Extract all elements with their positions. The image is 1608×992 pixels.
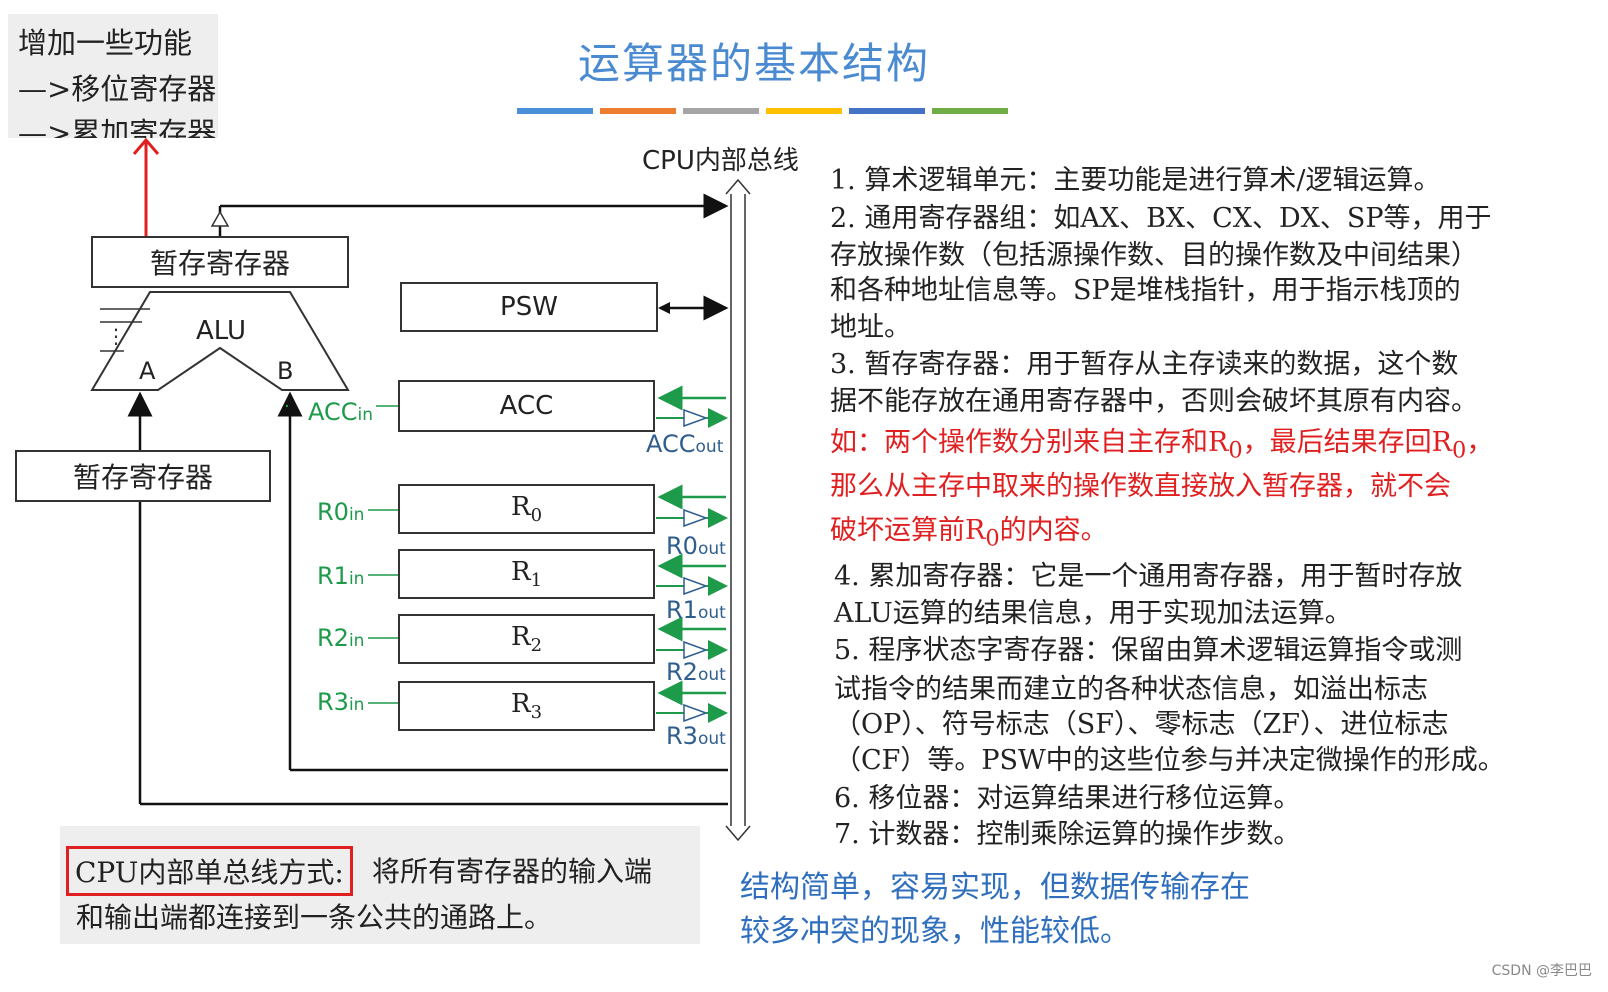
color-bar	[932, 108, 1008, 114]
desc-example-line-2: 那么从主存中取来的操作数直接放入暂存器，就不会	[830, 471, 1451, 502]
desc-line: 地址。	[830, 312, 911, 343]
psw-label: PSW	[500, 292, 558, 322]
desc-line: （OP）、符号标志（SF）、零标志（ZF）、进位标志	[834, 709, 1449, 740]
color-bar	[766, 108, 842, 114]
color-bar	[517, 108, 593, 114]
desc-line: （CF）等。PSW中的这些位参与并决定微操作的形成。	[834, 745, 1505, 776]
r3-out-signal: R3out	[666, 722, 726, 750]
register-r2: R2	[398, 614, 655, 664]
desc-line: 和各种地址信息等。SP是堆栈指针，用于指示栈顶的	[830, 275, 1461, 306]
desc-line: 4. 累加寄存器：它是一个通用寄存器，用于暂时存放	[834, 561, 1463, 592]
svg-text:⋮: ⋮	[106, 324, 126, 348]
color-bar	[683, 108, 759, 114]
small-triangle	[210, 210, 230, 227]
desc-example-line-3: 破坏运算前R0的内容。	[830, 515, 1108, 552]
internal-bus	[725, 178, 751, 842]
acc-in-signal: ACCin	[308, 398, 374, 426]
register-r2-label: R2	[510, 621, 543, 657]
conclusion-line-2: 较多冲突的现象，性能较低。	[740, 914, 1130, 949]
r0-in-signal: R0in	[317, 498, 365, 526]
page-title: 运算器的基本结构	[578, 39, 931, 88]
desc-line: 存放操作数（包括源操作数、目的操作数及中间结果）	[830, 240, 1478, 271]
note-line-1: 增加一些功能	[18, 26, 193, 60]
alu-shape	[90, 291, 350, 391]
temp-register-top: 暂存寄存器	[91, 236, 349, 288]
conclusion-line-1: 结构简单，容易实现，但数据传输存在	[740, 870, 1250, 905]
r1-in-signal: R1in	[317, 562, 365, 590]
register-r3-label: R3	[510, 688, 543, 724]
watermark: CSDN @李巴巴	[1491, 963, 1592, 979]
desc-line: 6. 移位器：对运算结果进行移位运算。	[834, 783, 1301, 814]
color-bar	[849, 108, 925, 114]
register-r0: R0	[398, 484, 655, 534]
bus-label: CPU内部总线	[642, 146, 799, 176]
r1-out-signal: R1out	[666, 596, 726, 624]
register-r1-label: R1	[510, 556, 543, 592]
bus-mode-label: CPU内部单总线方式:	[66, 846, 353, 896]
desc-line: 2. 通用寄存器组：如AX、BX、CX、DX、SP等，用于	[830, 203, 1492, 234]
acc-out-signal: ACCout	[646, 430, 724, 458]
desc-line: 7. 计数器：控制乘除运算的操作步数。	[834, 819, 1301, 850]
desc-line: 1. 算术逻辑单元：主要功能是进行算术/逻辑运算。	[830, 165, 1441, 196]
color-bar	[600, 108, 676, 114]
r2-in-signal: R2in	[317, 624, 365, 652]
desc-line: 据不能存放在通用寄存器中，否则会破坏其原有内容。	[830, 386, 1478, 417]
red-arrow-head	[132, 137, 160, 155]
desc-line: 3. 暂存寄存器：用于暂存从主存读来的数据，这个数	[830, 349, 1459, 380]
temp-register-left-label: 暂存寄存器	[72, 461, 213, 494]
r2-out-signal: R2out	[666, 658, 726, 686]
register-r0-label: R0	[510, 491, 543, 527]
acc-label: ACC	[499, 391, 554, 421]
alu-input-b: B	[277, 357, 294, 385]
r0-out-signal: R0out	[666, 532, 726, 560]
alu-label: ALU	[196, 316, 247, 346]
register-r3: R3	[398, 681, 655, 731]
note-line-2: —>移位寄存器	[18, 72, 217, 106]
desc-example-line-1: 如：两个操作数分别来自主存和R0，最后结果存回R0，	[830, 427, 1494, 464]
desc-line: 5. 程序状态字寄存器：保留由算术逻辑运算指令或测	[834, 635, 1463, 666]
bus-mode-desc-1: 将所有寄存器的输入端	[372, 855, 653, 888]
r3-in-signal: R3in	[317, 688, 365, 716]
note-line-3: —>累加寄存器	[18, 116, 217, 138]
note-box: 增加一些功能 —>移位寄存器 —>累加寄存器	[8, 14, 218, 138]
temp-register-top-label: 暂存寄存器	[149, 247, 290, 280]
acc-register: ACC	[398, 380, 655, 432]
alu-input-a: A	[139, 357, 156, 385]
r-signals	[368, 484, 728, 723]
desc-line: ALU运算的结果信息，用于实现加法运算。	[834, 598, 1352, 629]
register-r1: R1	[398, 549, 655, 599]
bus-mode-desc-2: 和输出端都连接到一条公共的通路上。	[76, 901, 553, 934]
desc-line: 试指令的结果而建立的各种状态信息，如溢出标志	[834, 674, 1428, 705]
temp-register-left: 暂存寄存器	[15, 450, 271, 502]
psw-register: PSW	[400, 282, 658, 332]
